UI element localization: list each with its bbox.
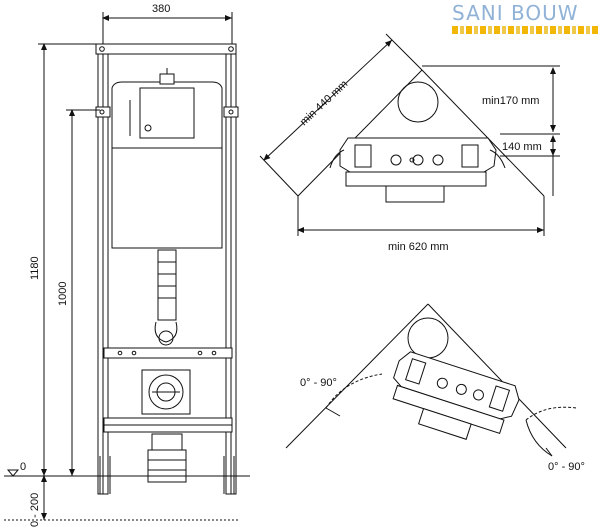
- corner-offset-label: 140 mm: [502, 141, 542, 153]
- front-adjust-label: 0 - 200: [29, 493, 41, 527]
- rotation-left-angle-label: 0° - 90°: [300, 377, 337, 389]
- front-width-label: 380: [152, 3, 170, 15]
- logo-text: SANI BOUW: [452, 1, 579, 25]
- corner-width-label: min 620 mm: [388, 241, 449, 253]
- corner-view: [259, 33, 560, 236]
- front-view: [4, 12, 250, 521]
- front-height-label: 1180: [29, 256, 41, 280]
- corner-side-label: min 440 mm: [298, 78, 350, 128]
- front-outlet-height-label: 1000: [57, 282, 69, 306]
- corner-depth-label: min170 mm: [482, 95, 539, 107]
- sanibouw-logo: SANI BOUW: [452, 2, 598, 36]
- rotation-right-angle-label: 0° - 90°: [548, 461, 585, 473]
- logo-stripe: [452, 26, 598, 34]
- rotation-view: [285, 303, 577, 457]
- front-floor-label: 0: [20, 461, 26, 473]
